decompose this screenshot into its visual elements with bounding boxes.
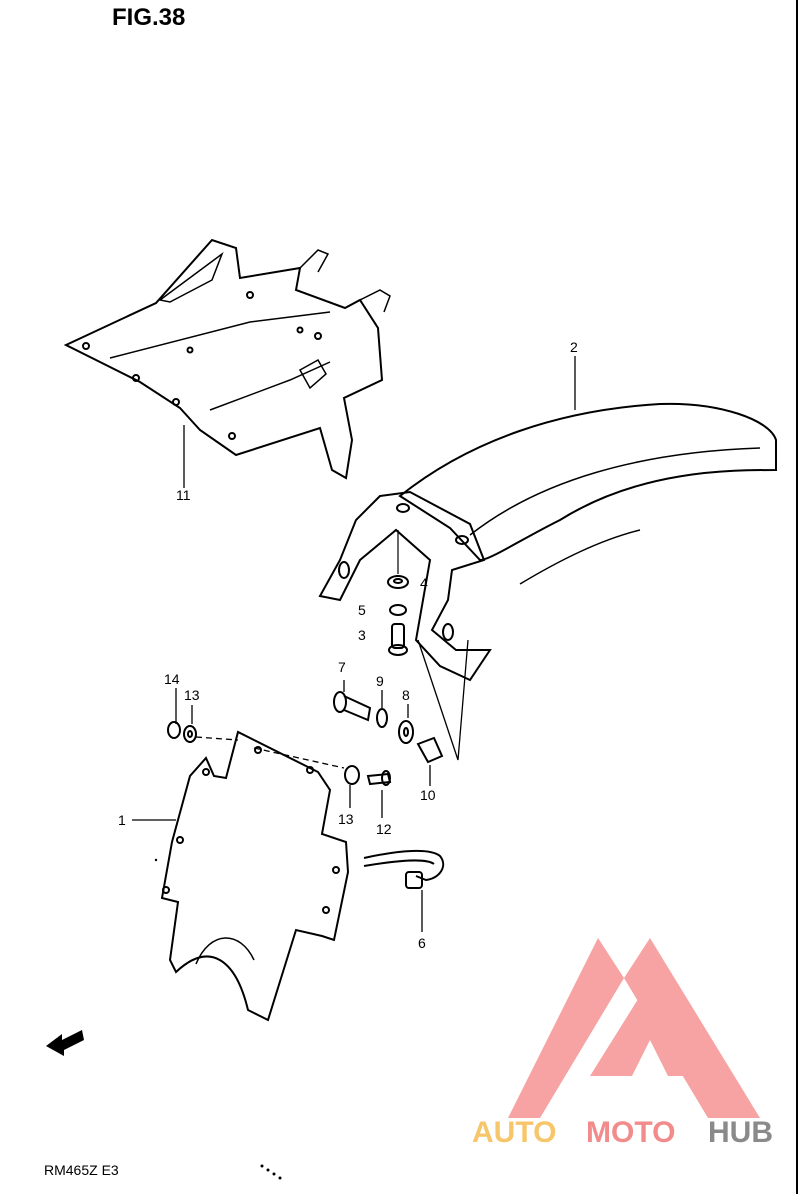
hardware-3-4-5 xyxy=(387,530,409,656)
callout-13-right: 13 xyxy=(338,811,354,827)
callout-9: 9 xyxy=(376,673,384,689)
hardware-7-to-14 xyxy=(167,691,444,786)
callout-14: 14 xyxy=(164,671,180,687)
callout-1: 1 xyxy=(118,812,126,828)
figure-title: FIG.38 xyxy=(112,4,186,31)
automotohub-watermark-logo: AUTO MOTO HUB xyxy=(472,938,773,1149)
callout-4: 4 xyxy=(420,575,428,591)
front-direction-arrow-icon xyxy=(46,1030,84,1056)
callout-3: 3 xyxy=(358,627,366,643)
callout-8: 8 xyxy=(402,687,410,703)
callout-10: 10 xyxy=(420,787,436,803)
callout-2: 2 xyxy=(570,339,578,355)
callout-7: 7 xyxy=(338,659,346,675)
callout-6: 6 xyxy=(418,935,426,951)
logo-word-auto: AUTO xyxy=(472,1116,556,1149)
scan-speckles xyxy=(154,858,282,1180)
leader-lines xyxy=(132,356,576,932)
callout-13-left: 13 xyxy=(184,687,200,703)
callout-11: 11 xyxy=(176,487,191,503)
callout-12: 12 xyxy=(376,821,392,837)
part-1-number-plate xyxy=(160,730,350,1022)
model-code: RM465Z E3 xyxy=(44,1162,119,1178)
logo-word-hub: HUB xyxy=(708,1116,773,1149)
callout-labels: 2 11 4 5 3 7 9 8 14 13 10 13 12 1 6 xyxy=(118,339,578,951)
logo-word-moto: MOTO xyxy=(586,1116,675,1149)
part-6-cable-clamp xyxy=(363,849,445,889)
part-11-mud-flap-tray xyxy=(63,238,391,480)
callout-5: 5 xyxy=(358,602,366,618)
part-2-rear-fender xyxy=(318,402,777,682)
